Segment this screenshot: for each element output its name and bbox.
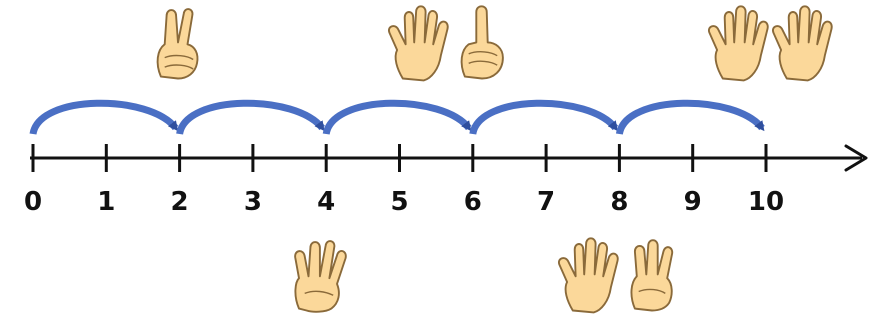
hand-1-fingers-icon [460, 5, 504, 80]
jump-arrow-8-to-10 [615, 99, 765, 136]
jump-arrow-4-to-6 [322, 99, 472, 136]
hand-5-fingers-icon [707, 5, 769, 82]
hand-count-4-icon [294, 240, 347, 313]
tick-label-10: 10 [748, 187, 784, 217]
hand-3-fingers-icon [630, 239, 674, 312]
hand-4-fingers-icon [294, 240, 347, 313]
tick-label-2: 2 [171, 187, 189, 217]
number-line-axis [30, 144, 868, 172]
hand-count-10-icon [707, 5, 833, 82]
tick-label-8: 8 [610, 187, 628, 217]
tick-label-5: 5 [390, 187, 408, 217]
hand-count-8-icon [557, 237, 674, 314]
tick-label-3: 3 [244, 187, 262, 217]
tick-label-7: 7 [537, 187, 555, 217]
axis-arrowhead-icon [844, 144, 868, 172]
tick-label-4: 4 [317, 187, 335, 217]
tick-label-9: 9 [684, 187, 702, 217]
jump-arrow-6-to-8 [469, 99, 619, 136]
jump-arrow-0-to-2 [29, 99, 179, 136]
number-line-ticks: 0 1 2 3 4 5 6 7 8 9 10 [24, 144, 784, 217]
hand-2-fingers-icon [156, 8, 199, 80]
skip-count-arcs [29, 99, 765, 136]
tick-label-1: 1 [97, 187, 115, 217]
tick-label-0: 0 [24, 187, 42, 217]
hand-5-fingers-icon [387, 5, 449, 82]
hand-count-2-icon [156, 8, 199, 80]
tick-label-6: 6 [464, 187, 482, 217]
jump-arrow-2-to-4 [176, 99, 325, 136]
hand-count-6-icon [387, 5, 504, 82]
hand-5-fingers-icon [771, 5, 833, 82]
hand-5-fingers-icon [557, 237, 619, 314]
